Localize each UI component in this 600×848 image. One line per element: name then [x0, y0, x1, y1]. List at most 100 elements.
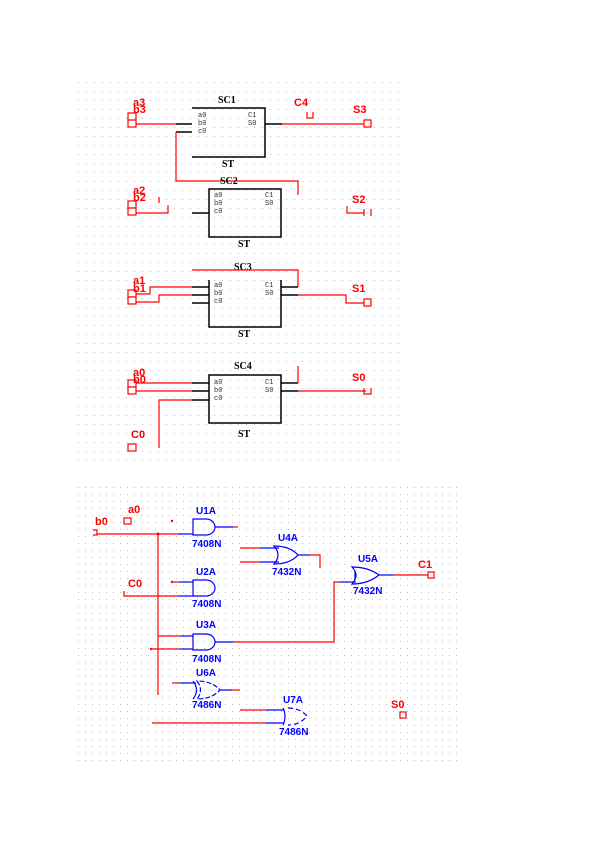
- grid-dot: [190, 641, 191, 642]
- grid-dot: [330, 655, 331, 656]
- port-c0[interactable]: [127, 443, 137, 452]
- grid-dot: [246, 244, 247, 245]
- grid-dot: [278, 199, 279, 200]
- grid-dot: [127, 550, 128, 551]
- grid-dot: [238, 298, 239, 299]
- subcircuit-sc2[interactable]: SC2 a0 b0 c0 C1 S0 ST: [208, 176, 282, 250]
- grid-dot: [176, 641, 177, 642]
- grid-dot: [326, 460, 327, 461]
- grid-dot: [310, 199, 311, 200]
- grid-dot: [358, 451, 359, 452]
- grid-dot: [197, 592, 198, 593]
- grid-dot: [253, 606, 254, 607]
- port-s3[interactable]: [363, 119, 372, 128]
- grid-dot: [211, 620, 212, 621]
- gate-u5a[interactable]: U5A 7432N: [333, 554, 428, 640]
- grid-dot: [232, 620, 233, 621]
- grid-dot: [113, 655, 114, 656]
- grid-dot: [127, 592, 128, 593]
- grid-dot: [421, 718, 422, 719]
- grid-dot: [182, 379, 183, 380]
- grid-dot: [166, 163, 167, 164]
- grid-dot: [350, 109, 351, 110]
- grid-dot: [390, 280, 391, 281]
- gate-u7a[interactable]: U7A 7486N: [152, 695, 308, 738]
- port-c0-bottom[interactable]: [123, 591, 128, 597]
- grid-dot: [166, 352, 167, 353]
- gate-u4a[interactable]: U4A 7432N: [240, 533, 321, 578]
- port-c4[interactable]: [306, 112, 314, 119]
- subcircuit-sc3[interactable]: SC3 a0 b0 c0 C1 S0 ST: [208, 262, 282, 340]
- grid-dot: [260, 536, 261, 537]
- grid-dot: [358, 91, 359, 92]
- grid-dot: [126, 397, 127, 398]
- grid-dot: [372, 725, 373, 726]
- grid-dot: [302, 235, 303, 236]
- grid-dot: [316, 725, 317, 726]
- grid-dot: [435, 613, 436, 614]
- grid-dot: [134, 620, 135, 621]
- grid-dot: [232, 494, 233, 495]
- grid-dot: [92, 578, 93, 579]
- subcircuit-sc1[interactable]: SC1 a0 b0 c0 C1 S0 ST: [192, 95, 266, 170]
- grid-dot: [134, 669, 135, 670]
- grid-dot: [288, 676, 289, 677]
- grid-dot: [302, 648, 303, 649]
- grid-dot: [278, 163, 279, 164]
- grid-dot: [449, 501, 450, 502]
- grid-dot: [158, 397, 159, 398]
- port-b0-bottom[interactable]: [93, 529, 98, 536]
- port-a0-bottom[interactable]: [123, 517, 132, 525]
- grid-dot: [86, 280, 87, 281]
- grid-dot: [232, 487, 233, 488]
- grid-dot: [246, 732, 247, 733]
- grid-dot: [141, 655, 142, 656]
- port-b1[interactable]: [127, 296, 137, 305]
- grid-dot: [118, 235, 119, 236]
- grid-dot: [102, 253, 103, 254]
- grid-dot: [218, 753, 219, 754]
- grid-dot: [344, 760, 345, 761]
- grid-dot: [351, 627, 352, 628]
- gate-u2a[interactable]: U2A 7408N: [178, 567, 221, 610]
- grid-dot: [288, 606, 289, 607]
- gate-u1a[interactable]: U1A 7408N: [178, 506, 238, 550]
- grid-dot: [278, 190, 279, 191]
- port-c1[interactable]: [427, 571, 435, 579]
- grid-dot: [326, 451, 327, 452]
- grid-dot: [442, 739, 443, 740]
- grid-dot: [428, 704, 429, 705]
- port-s0[interactable]: [363, 388, 372, 395]
- grid-dot: [358, 415, 359, 416]
- grid-dot: [281, 669, 282, 670]
- grid-dot: [351, 753, 352, 754]
- port-b0[interactable]: [127, 386, 137, 395]
- grid-dot: [428, 550, 429, 551]
- grid-dot: [270, 217, 271, 218]
- grid-dot: [246, 154, 247, 155]
- grid-dot: [148, 536, 149, 537]
- grid-dot: [99, 753, 100, 754]
- subcircuit-sc4[interactable]: SC4 a0 b0 c0 C1 S0 ST: [208, 361, 282, 440]
- grid-dot: [358, 379, 359, 380]
- grid-dot: [222, 451, 223, 452]
- grid-dot: [110, 127, 111, 128]
- grid-dot: [358, 515, 359, 516]
- grid-dot: [262, 424, 263, 425]
- gate-u6a[interactable]: U6A 7486N: [172, 668, 240, 711]
- grid-dot: [351, 515, 352, 516]
- grid-dot: [204, 515, 205, 516]
- grid-dot: [206, 325, 207, 326]
- grid-dot: [288, 550, 289, 551]
- grid-dot: [211, 739, 212, 740]
- grid-dot: [134, 634, 135, 635]
- or-gate-symbol: [350, 566, 380, 585]
- port-b2[interactable]: [127, 207, 137, 216]
- grid-dot: [176, 543, 177, 544]
- port-s0-bottom[interactable]: [399, 711, 407, 719]
- port-s1[interactable]: [363, 298, 372, 307]
- grid-dot: [120, 501, 121, 502]
- port-b3[interactable]: [127, 119, 137, 128]
- gate-u3a[interactable]: U3A 7408N: [149, 620, 335, 665]
- grid-dot: [174, 235, 175, 236]
